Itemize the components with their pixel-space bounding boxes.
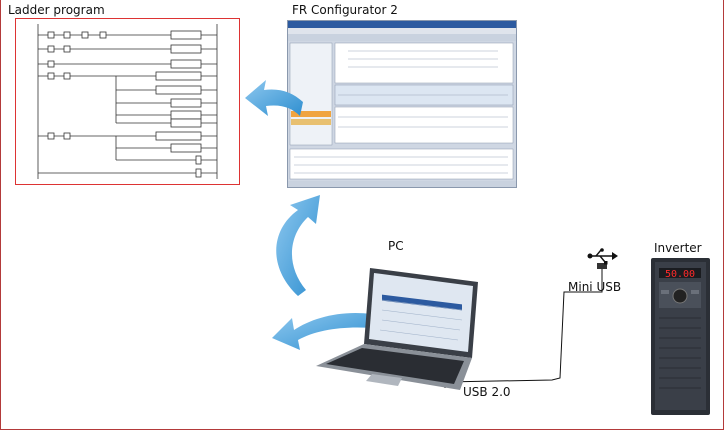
pc-label: PC xyxy=(388,239,404,253)
inverter-label: Inverter xyxy=(654,241,702,255)
arrow-up-to-configurator-icon xyxy=(276,195,320,296)
arrow-to-ladder-from-pc-icon xyxy=(272,312,372,350)
inverter-device: 50.00 xyxy=(651,258,710,415)
arrow-to-ladder-icon xyxy=(245,80,303,116)
mini-usb-label: Mini USB xyxy=(568,280,622,294)
fr-configurator-screen xyxy=(287,20,517,188)
usb-icon xyxy=(587,248,618,265)
ladder-program-title: Ladder program xyxy=(8,3,105,17)
mini-usb-plug xyxy=(597,263,607,269)
fr-configurator-window xyxy=(288,21,516,187)
usb-label: USB 2.0 xyxy=(463,385,511,399)
fr-configurator-title: FR Configurator 2 xyxy=(292,3,398,17)
ladder-program-diagram xyxy=(15,18,240,185)
inverter-display: 50.00 xyxy=(665,269,695,280)
laptop-pc xyxy=(316,268,478,390)
ladder-drawing xyxy=(37,24,218,179)
